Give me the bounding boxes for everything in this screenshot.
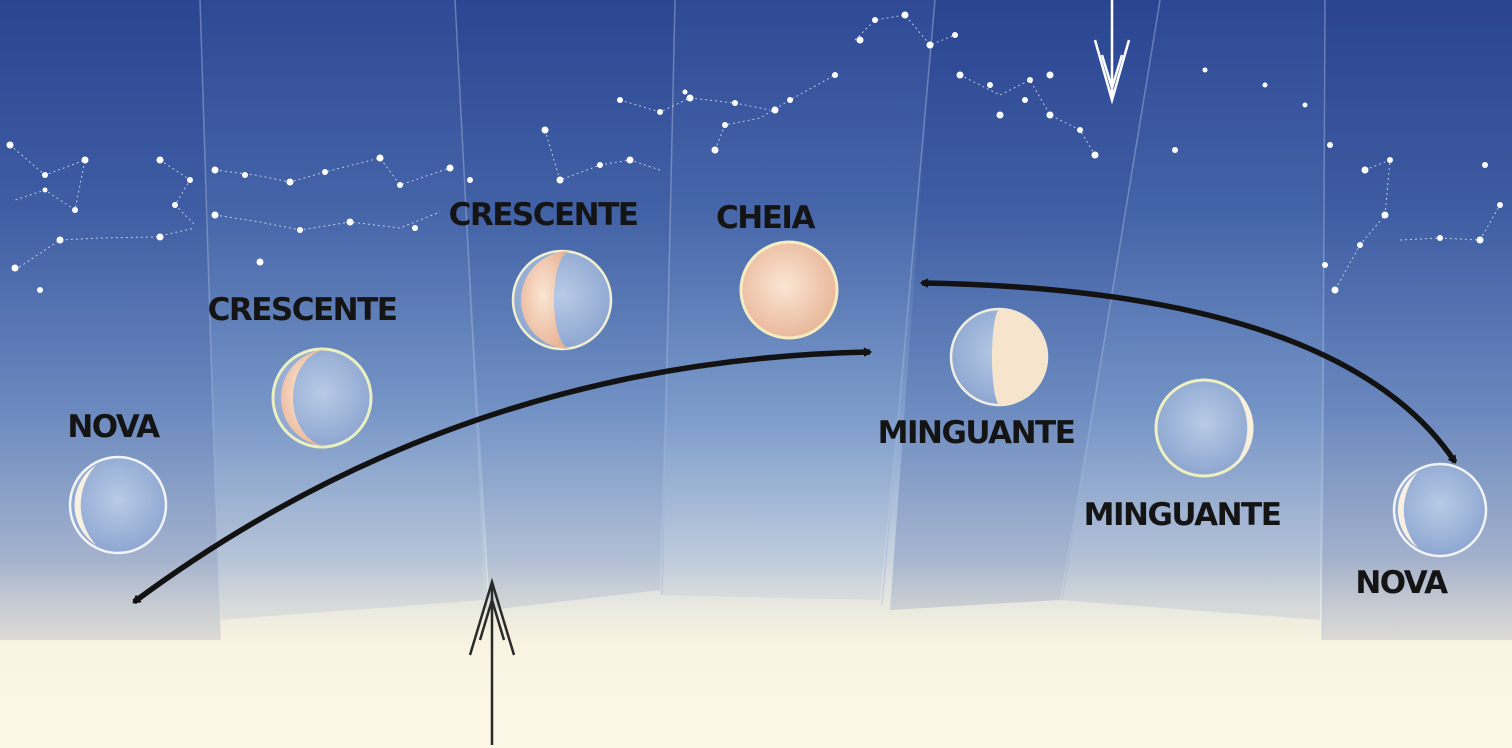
label-nova-right: NOVA bbox=[1355, 568, 1446, 599]
label-minguante-1: MINGUANTE bbox=[878, 418, 1075, 449]
moon-nova-left bbox=[70, 457, 166, 553]
moon-nova-right bbox=[1394, 464, 1486, 556]
moon-crescente-1 bbox=[273, 349, 371, 447]
horizon-glow bbox=[0, 560, 1512, 748]
label-minguante-2: MINGUANTE bbox=[1084, 500, 1281, 531]
label-crescente-2: CRESCENTE bbox=[449, 200, 638, 231]
label-crescente-1: CRESCENTE bbox=[208, 295, 397, 326]
moon-minguante-1 bbox=[951, 309, 1048, 405]
moon-minguante-2 bbox=[1156, 380, 1253, 476]
moon-cheia bbox=[741, 242, 837, 338]
label-nova-left: NOVA bbox=[67, 412, 158, 443]
moon-crescente-2 bbox=[513, 251, 611, 349]
label-cheia: CHEIA bbox=[716, 203, 814, 234]
